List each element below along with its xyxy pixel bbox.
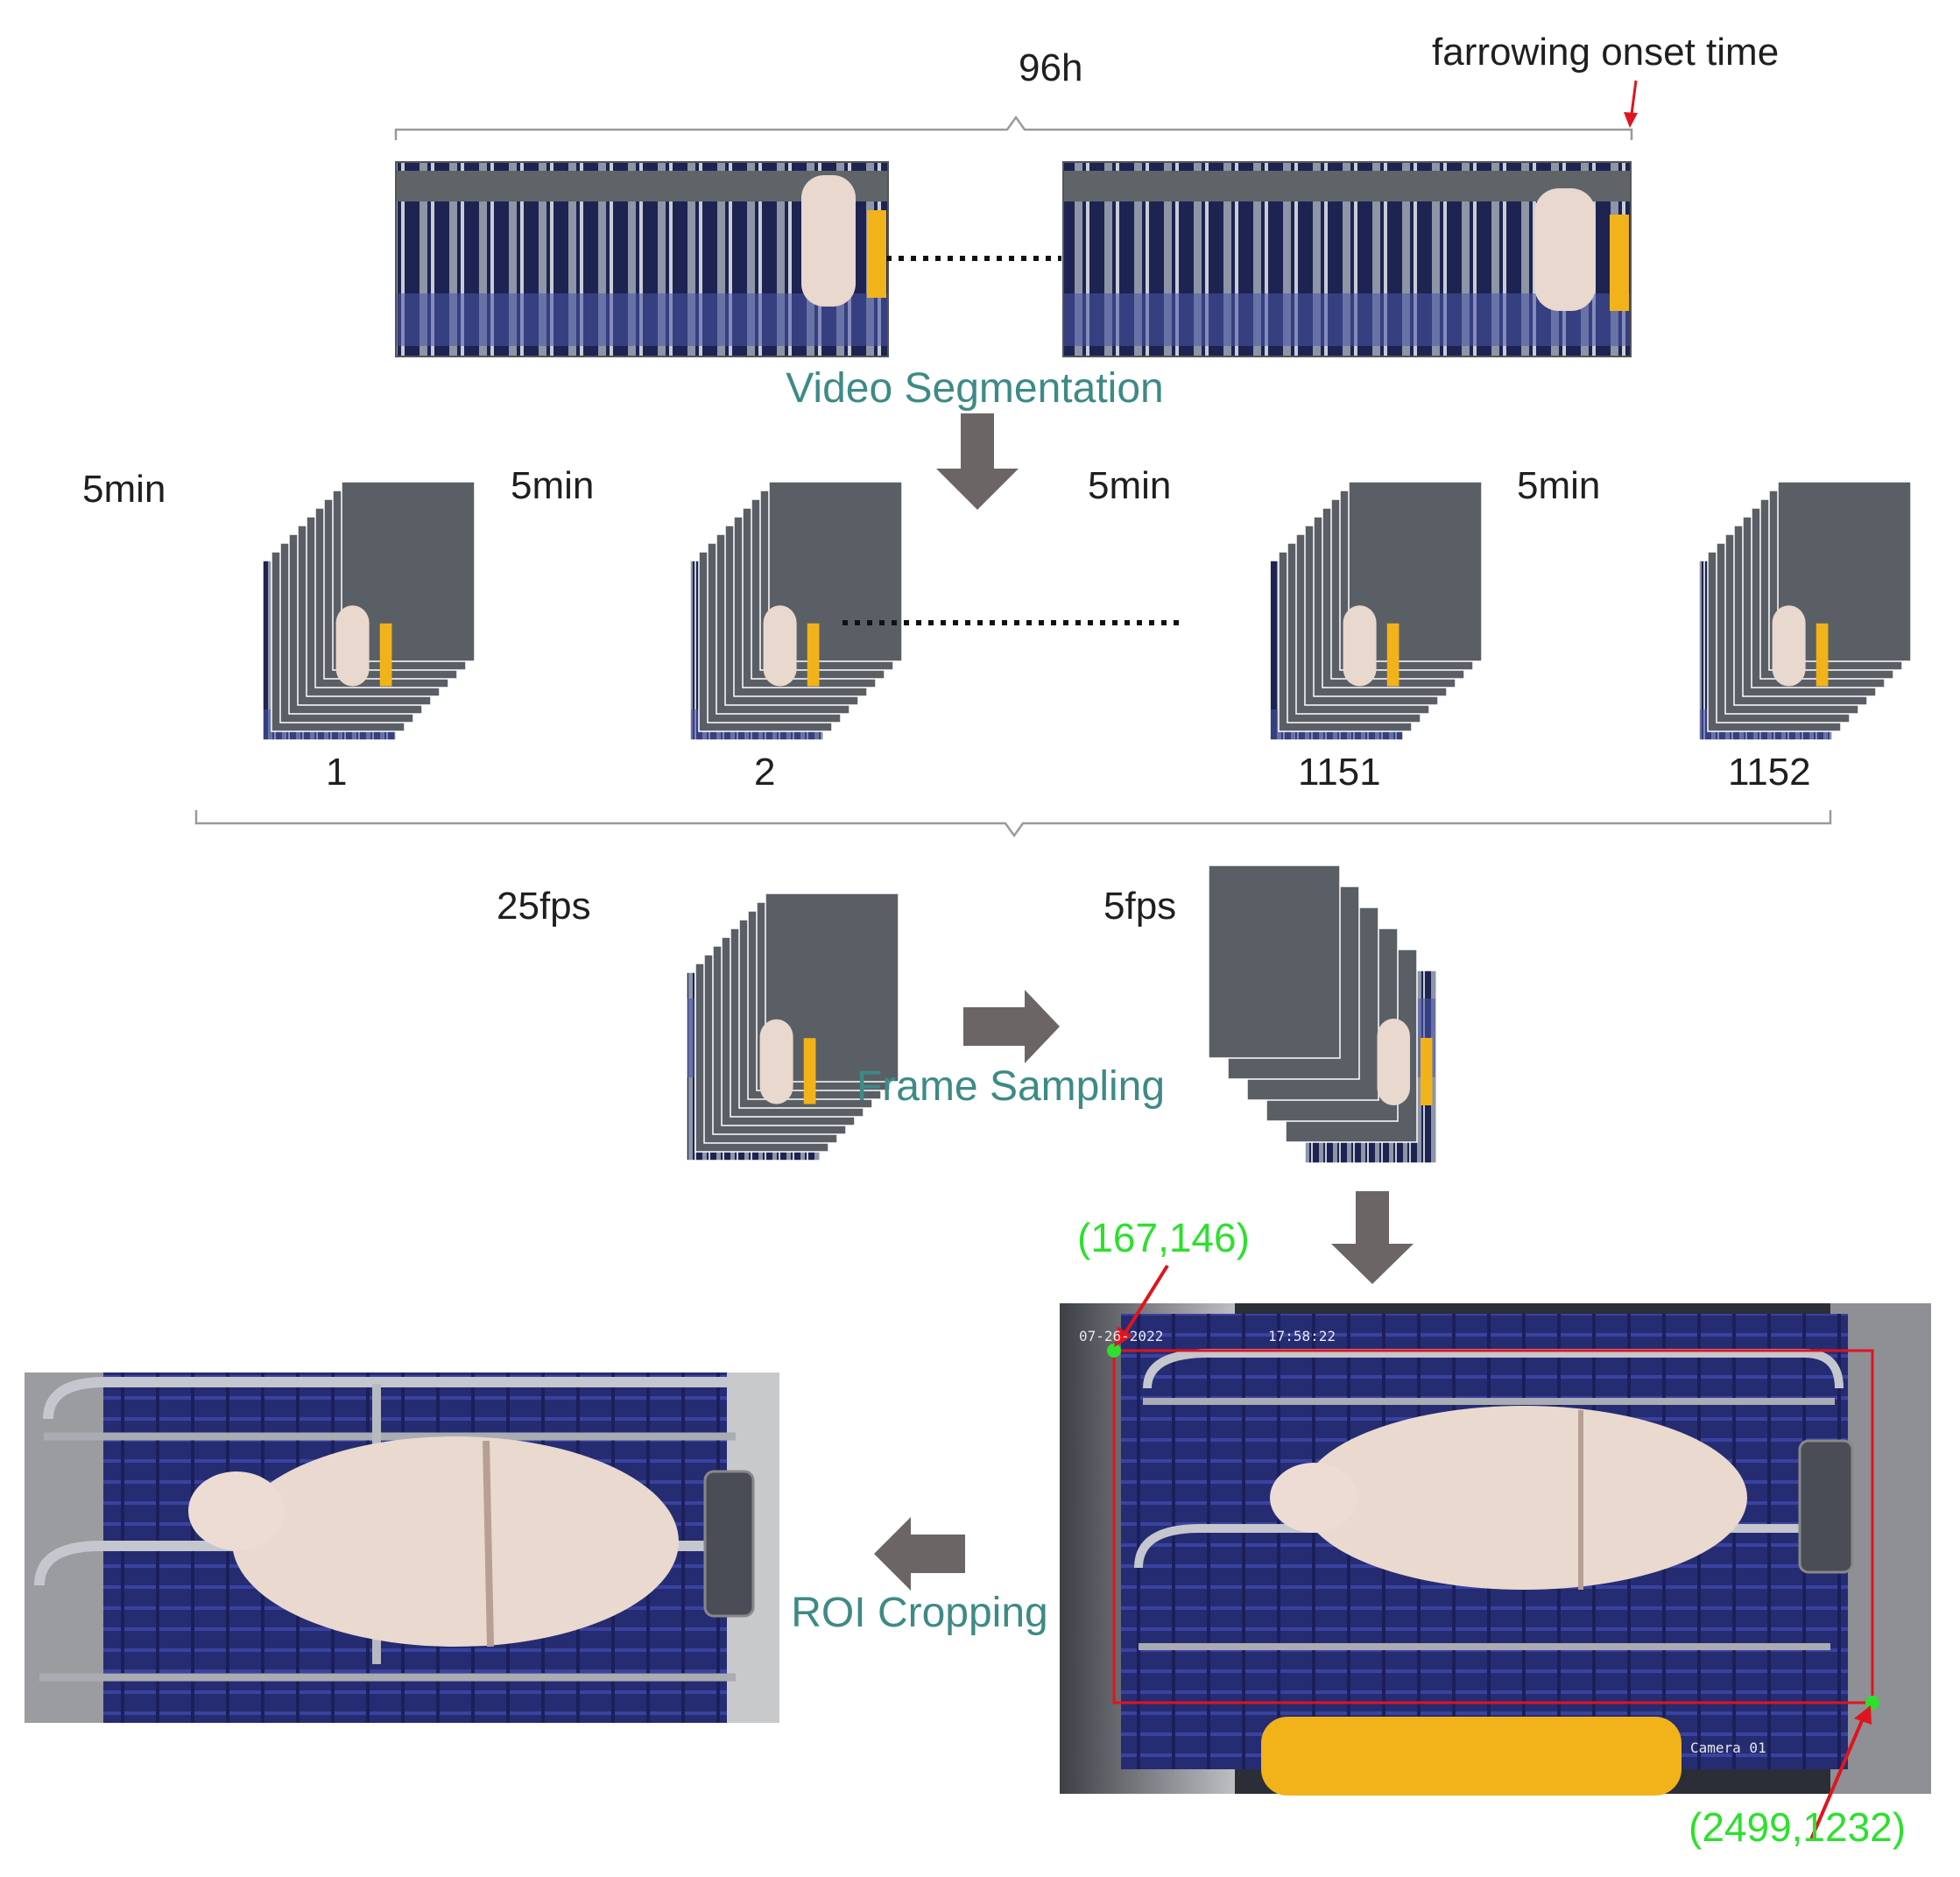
- camera-frame: [1060, 1303, 1931, 1796]
- roi-down-arrow: [1331, 1191, 1414, 1284]
- duration-label: 96h: [1019, 46, 1083, 89]
- onset-label: farrowing onset time: [1432, 31, 1780, 74]
- frame-time-overlay: 17:58:22: [1268, 1328, 1336, 1344]
- roi-box: [1112, 1349, 1874, 1704]
- cropped-roi-image: [25, 1372, 779, 1723]
- bottom-right-pointer: [1809, 1716, 1865, 1840]
- clip-2-index: 2: [754, 751, 776, 794]
- roi-corner-bottom-right: [1865, 1696, 1879, 1710]
- clip-stack-1152: [1698, 481, 1912, 741]
- clip-stack-2: [689, 481, 903, 741]
- filmstrip-left: [395, 161, 889, 357]
- camera-label-overlay: Camera 01: [1690, 1739, 1766, 1756]
- output-rate-label: 5fps: [1103, 885, 1177, 928]
- clip-stack-1: [262, 481, 476, 741]
- roi-corner-top-left: [1107, 1344, 1121, 1358]
- clip-1-index: 1: [326, 751, 348, 794]
- output-5fps-stack: [1208, 864, 1437, 1164]
- top-brace: [394, 115, 1633, 140]
- clip-stack-1151: [1269, 481, 1483, 741]
- clip-1152-length: 5min: [1517, 464, 1601, 507]
- top-left-pointer: [1122, 1264, 1169, 1337]
- crop-arrow: [874, 1517, 965, 1591]
- clip-1151-length: 5min: [1088, 464, 1172, 507]
- top-left-coordinate: (167,146): [1077, 1215, 1250, 1260]
- input-rate-label: 25fps: [497, 885, 591, 928]
- clip-2-length: 5min: [511, 464, 595, 507]
- bottom-right-coordinate: (2499,1232): [1689, 1804, 1907, 1850]
- clips-brace: [194, 810, 1832, 838]
- clip-1-length: 5min: [82, 468, 166, 511]
- clip-1151-index: 1151: [1298, 751, 1381, 794]
- filmstrip-right: [1062, 161, 1632, 357]
- frame-date-overlay: 07-26-2022: [1079, 1328, 1164, 1344]
- segmentation-arrow: [936, 413, 1019, 510]
- clip-1152-index: 1152: [1728, 751, 1811, 794]
- roi-cropping-label: ROI Cropping: [791, 1590, 1048, 1636]
- frame-sampling-label: Frame Sampling: [856, 1063, 1166, 1110]
- video-segmentation-label: Video Segmentation: [786, 365, 1164, 412]
- sampling-arrow: [963, 990, 1060, 1063]
- input-25fps-stack: [686, 893, 899, 1161]
